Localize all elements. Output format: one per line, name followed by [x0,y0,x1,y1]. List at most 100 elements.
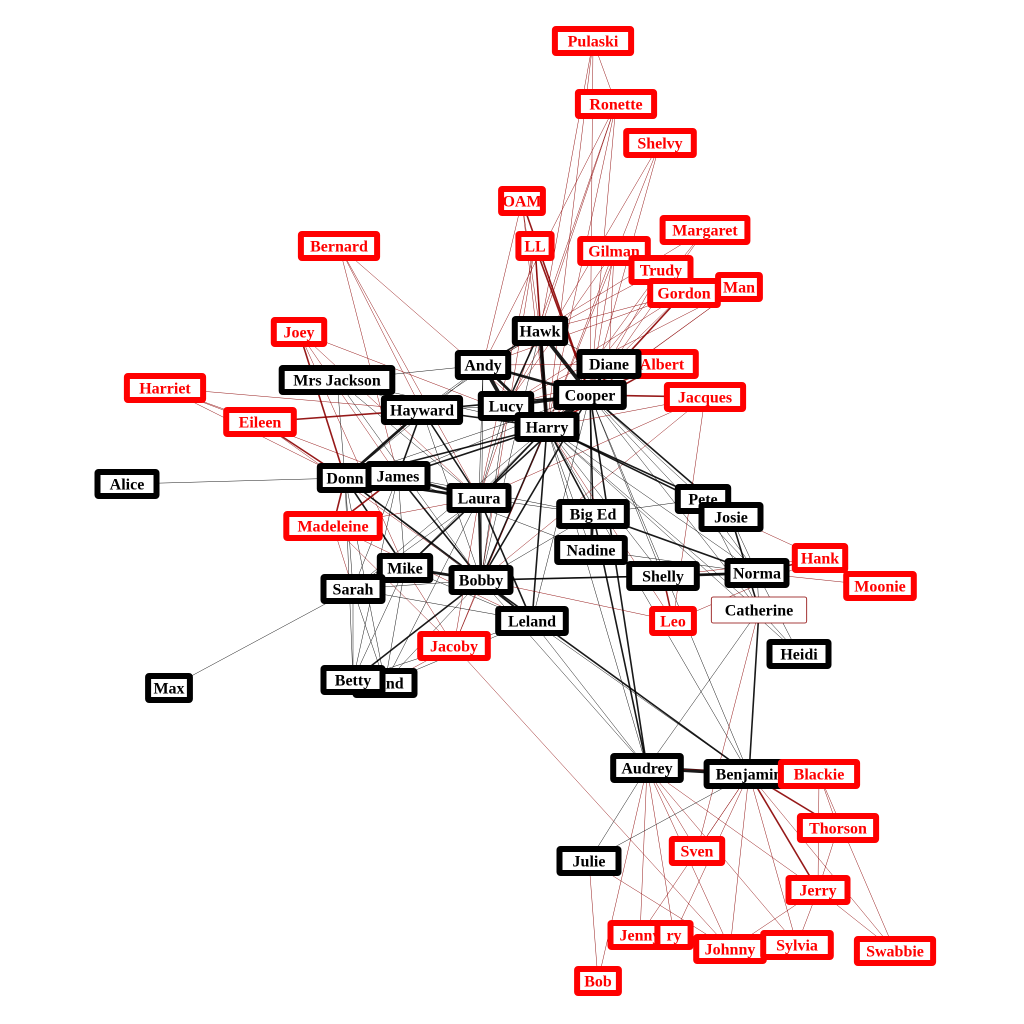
node-label-ronette: Ronette [589,97,642,114]
edge-harry-leland [531,426,548,622]
node-inner-albert [631,355,693,373]
node-big-ed[interactable]: Big Ed [556,499,630,529]
node-max[interactable]: Max [145,673,193,703]
node-cooper[interactable]: Cooper [553,380,627,410]
node-label-ll: LL [524,239,545,256]
node-benjamin[interactable]: Benjamin [703,759,795,789]
node-inner-cooper [559,386,621,404]
node-norma[interactable]: Norma [724,558,790,588]
node-ronette[interactable]: Ronette [574,89,658,119]
node-mike[interactable]: Mike [376,553,434,583]
node-inner-pulaski [557,32,629,50]
node-harriet[interactable]: Harriet [123,373,207,403]
node-inner-sarah [326,580,380,598]
node-mrs-jackson[interactable]: Mrs Jackson [278,365,396,395]
node-johnny[interactable]: Johnny [693,934,767,964]
node-lucy[interactable]: Lucy [477,391,535,421]
edge-alice-donna [126,477,346,485]
node-label-sven: Sven [681,844,714,861]
node-blackie[interactable]: Blackie [777,759,861,789]
edge-hawk-bobby [480,330,541,581]
node-james[interactable]: James [365,461,431,491]
node-shelvy[interactable]: Shelvy [623,128,697,158]
node-hank[interactable]: Hank [791,543,849,573]
node-swabbie[interactable]: Swabbie [853,936,937,966]
node-harry[interactable]: Harry [514,412,580,442]
node-jacoby[interactable]: Jacoby [417,631,491,661]
node-jerry[interactable]: Jerry [785,875,851,905]
node-sarah[interactable]: Sarah [320,574,386,604]
edge-joey-james [298,331,399,477]
node-moonie[interactable]: Moonie [843,571,917,601]
edge-cooper-norma [589,394,758,574]
edge-harry-jacoby [453,426,548,647]
node-inner-jenny [613,926,667,944]
node-catherine[interactable]: Catherine [710,596,808,624]
edge-catherine-audrey [646,609,760,769]
node-josie[interactable]: Josie [698,502,764,532]
node-label-jenny: Jenny [620,928,661,945]
node-oam[interactable]: OAM [498,186,546,216]
node-inner-bobby [454,571,508,589]
node-inner-thorson [802,819,874,837]
edge-harry-norma [546,426,758,574]
node-joey[interactable]: Joey [270,317,328,347]
node-eileen[interactable]: Eileen [223,407,297,437]
edge-gilman-diane [608,250,615,365]
node-shelly[interactable]: Shelly [626,561,700,591]
node-bobby[interactable]: Bobby [448,565,514,595]
node-gilman[interactable]: Gilman [577,236,651,266]
node-leo[interactable]: Leo [649,606,697,636]
node-laura[interactable]: Laura [446,483,512,513]
node-inner-bernard [303,237,375,255]
node-label-mike: Mike [387,561,423,578]
node-heidi[interactable]: Heidi [766,639,832,669]
node-sven[interactable]: Sven [668,836,726,866]
node-inner-terry [660,926,688,944]
node-margaret[interactable]: Margaret [659,215,751,245]
node-label-betty: Betty [335,673,371,690]
node-inner-nadine [560,541,622,559]
node-gordon[interactable]: Gordon [647,278,721,308]
node-audrey[interactable]: Audrey [610,753,684,783]
node-madeleine[interactable]: Madeleine [283,511,383,541]
node-jacques[interactable]: Jacques [663,382,747,412]
node-man[interactable]: Man [715,272,763,302]
node-hawk[interactable]: Hawk [511,316,569,346]
node-julie[interactable]: Julie [556,846,622,876]
node-diane[interactable]: Diane [576,349,642,379]
edge-laura-leland [478,497,533,622]
node-pete[interactable]: Pete [674,484,732,514]
node-inner-big-ed [562,505,624,523]
node-alice[interactable]: Alice [94,469,160,499]
node-andy[interactable]: Andy [454,350,512,380]
node-nadine[interactable]: Nadine [554,535,628,565]
node-terry[interactable]: ry [654,920,694,950]
node-label-cooper: Cooper [565,388,616,405]
node-label-harry: Harry [526,420,569,437]
node-leland[interactable]: Leland [495,606,569,636]
node-sylvia[interactable]: Sylvia [760,930,834,960]
node-hayward[interactable]: Hayward [380,395,464,425]
node-inner-johnny [699,940,761,958]
node-ll[interactable]: LL [515,231,555,261]
node-thorson[interactable]: Thorson [796,813,880,843]
edge-benjamin-swabbie [748,773,896,952]
node-inner-blackie [783,765,855,783]
node-betty[interactable]: Betty [320,665,386,695]
node-bernard[interactable]: Bernard [297,231,381,261]
edge-james-bobby [397,475,482,581]
edge-joey-donna [298,331,346,479]
node-bob[interactable]: Bob [574,966,622,996]
edge-leland-benjamin [531,620,750,775]
node-label-mrs-jackson: Mrs Jackson [293,373,381,390]
node-pulaski[interactable]: Pulaski [551,26,635,56]
node-donna[interactable]: Donn [316,463,374,493]
node-trudy[interactable]: Trudy [628,255,694,285]
node-inner-harriet [129,379,201,397]
node-inner-laura [452,489,506,507]
node-box-catherine [710,596,808,624]
node-label-jerry: Jerry [799,883,836,900]
